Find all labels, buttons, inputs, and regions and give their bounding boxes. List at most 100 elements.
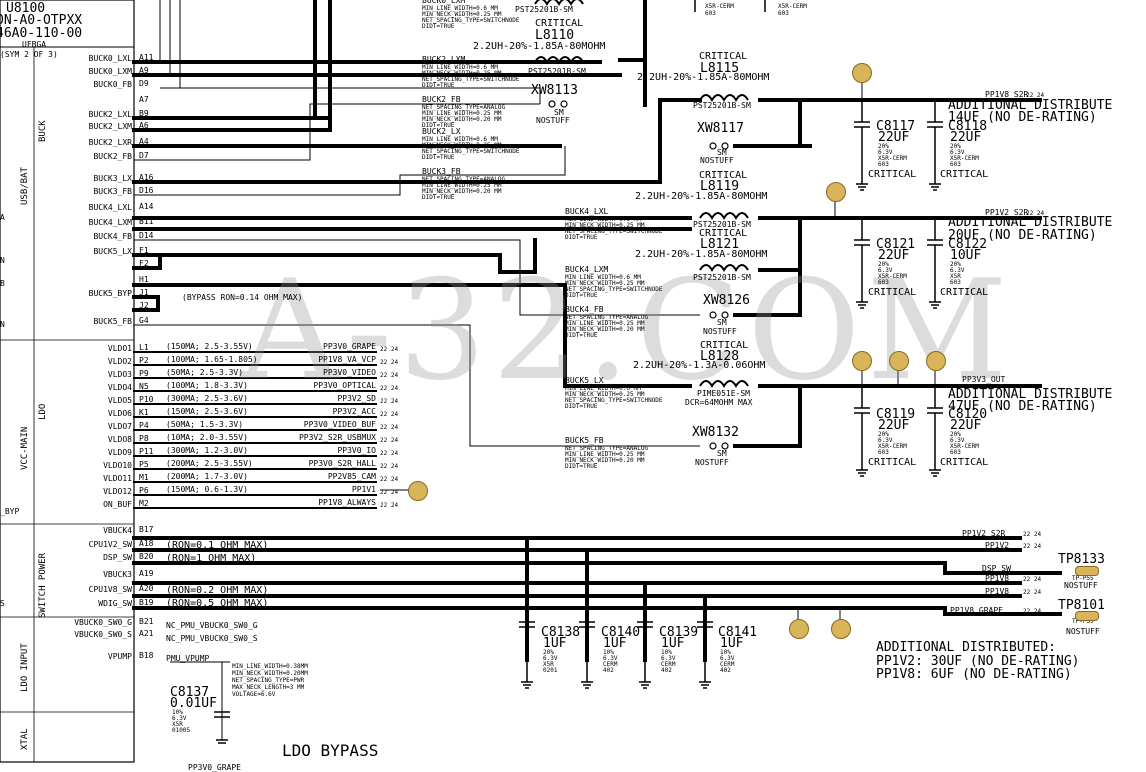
rail-pp1v2-s2r-page: 22 24 bbox=[1026, 210, 1045, 217]
pin-name: BUCK2_FB bbox=[93, 152, 132, 161]
capacitor-value: 1UF bbox=[720, 636, 744, 651]
capacitor-dielectric: X5R-CERM bbox=[878, 443, 907, 450]
ic-part-line2: 46A0-110-00 bbox=[0, 26, 83, 41]
capacitor-tolerance: 10% bbox=[661, 649, 672, 656]
vpump-rule-1: MIN_LINE_WIDTH=0.38MM bbox=[232, 663, 308, 670]
pin-number: J2 bbox=[139, 301, 149, 310]
vbuck-nc-s: NC_PMU_VBUCK0_SW0_S bbox=[166, 634, 258, 643]
ldo-output-net: PP2V85_CAM bbox=[327, 472, 376, 481]
ldo-page-ref: 22 24 bbox=[380, 476, 399, 483]
block-ldo: LDO bbox=[38, 403, 48, 420]
xw8117-sm: SM bbox=[717, 148, 727, 157]
l8110-part: PST25201B-SM bbox=[528, 67, 586, 76]
capacitor-dielectric: CERM bbox=[661, 661, 676, 668]
net-label: BUCK4_LXL bbox=[565, 207, 609, 216]
left-cut-n2: N bbox=[0, 320, 5, 329]
ldo-page-ref: 22 24 bbox=[380, 398, 399, 405]
capacitor-tolerance: 10% bbox=[720, 649, 731, 656]
buck5-byp-spec: (BYPASS RON=0.14 OHM MAX) bbox=[182, 293, 303, 302]
watermark-text: A-32.COM bbox=[240, 250, 1014, 411]
additional-1-line1: ADDITIONAL DISTRIBUTE bbox=[948, 98, 1113, 113]
capacitor-dielectric: X5R bbox=[543, 661, 554, 668]
pin-name: VLDO12 bbox=[103, 487, 132, 496]
l8110-spec: 2.2UH-20%-1.85A-80MOHM bbox=[473, 41, 606, 52]
ldo-output-net: PP1V8_VA_VCP bbox=[318, 355, 376, 364]
pin-number: N5 bbox=[139, 382, 149, 391]
ldo-page-ref: 22 24 bbox=[380, 489, 399, 496]
net-rule: NET_SPACING_TYPE=ANALOG bbox=[422, 104, 506, 111]
capacitor-value: 10UF bbox=[950, 248, 982, 263]
net-label: BUCK4_LXM bbox=[565, 265, 609, 274]
xw8113-nostuff: NOSTUFF bbox=[536, 116, 570, 125]
capacitor-voltage: 6.3V bbox=[878, 149, 893, 156]
testpoint-pad-icon bbox=[852, 351, 872, 371]
ldo-output-net: PP3V0_IO bbox=[337, 446, 376, 455]
additional-bottom-line1: ADDITIONAL DISTRIBUTED: bbox=[876, 640, 1057, 655]
net-label: BUCK3_FB bbox=[422, 167, 461, 176]
left-cut-byp: _BYP bbox=[0, 507, 20, 516]
pin-number: A19 bbox=[139, 569, 154, 578]
ldo-output-net: PP3V0_S2R_HALL bbox=[308, 459, 376, 468]
additional-bottom-line2: PP1V2: 30UF (NO DE-RATING) bbox=[876, 654, 1080, 669]
additional-3-line2: 47UF (NO DE-RATING) bbox=[948, 399, 1097, 414]
capacitor-voltage: 6.3V bbox=[950, 267, 965, 274]
vpump-net: PMU_VPUMP bbox=[166, 654, 210, 663]
capacitor-size: 0201 bbox=[543, 667, 558, 674]
top-cap-c: X5R-CERM bbox=[778, 3, 807, 10]
pin-number: B20 bbox=[139, 552, 154, 561]
capacitor-dielectric: CERM bbox=[603, 661, 618, 668]
capacitor-value: 22UF bbox=[950, 130, 982, 145]
pin-name: VLDO6 bbox=[107, 409, 132, 418]
pin-number: B18 bbox=[139, 651, 154, 660]
net-rule: NET_SPACING_TYPE=SWITCHNODE bbox=[422, 148, 520, 155]
pin-name: VLDO1 bbox=[107, 344, 132, 353]
switch-rail-4-page: 22 24 bbox=[1023, 576, 1042, 583]
pin-name: VLDO8 bbox=[107, 435, 132, 444]
pin-name: BUCK0_FB bbox=[93, 80, 132, 89]
pin-number: P10 bbox=[139, 395, 154, 404]
ic-symbol: (SYM 2 OF 3) bbox=[0, 50, 58, 59]
pin-name: BUCK5_BYP bbox=[88, 289, 132, 298]
additional-bottom-line3: PP1V8: 6UF (NO DE-RATING) bbox=[876, 667, 1072, 682]
capacitor-value: 1UF bbox=[603, 636, 627, 651]
capacitor-dielectric: X5R bbox=[172, 721, 183, 728]
ldo-spec: (200MA; 1.7-3.0V) bbox=[166, 472, 248, 481]
vpump-rule-3: NET_SPACING_TYPE=PWR bbox=[232, 677, 305, 684]
l8115-ref: L8115 bbox=[700, 61, 740, 76]
additional-2-line2: 20UF (NO DE-RATING) bbox=[948, 228, 1097, 243]
net-rule: MIN_NECK_WIDTH=0.25 MM bbox=[422, 70, 502, 77]
block-switch-power: SWITCH POWER bbox=[38, 552, 48, 618]
tp8133-pad-icon bbox=[1075, 566, 1099, 576]
capacitor-dielectric: X5R bbox=[950, 273, 961, 280]
pin-name: BUCK5_LX bbox=[93, 247, 132, 256]
pin-name: VLDO11 bbox=[103, 474, 132, 483]
pin-number: A9 bbox=[139, 66, 149, 75]
ldo-page-ref: 22 24 bbox=[380, 437, 399, 444]
net-label: BUCK2_LXM bbox=[422, 55, 466, 64]
tp8133-nostuff: NOSTUFF bbox=[1064, 581, 1098, 590]
capacitor-dielectric: X5R-CERM bbox=[950, 443, 979, 450]
switch-rail-3: DSP_SW bbox=[982, 564, 1011, 573]
pin-number: M1 bbox=[139, 473, 149, 482]
capacitor-tolerance: 20% bbox=[878, 143, 889, 150]
capacitor-size: 603 bbox=[950, 161, 961, 168]
tp8133-type: TP-P55 bbox=[1072, 575, 1094, 582]
capacitor-size: 01005 bbox=[172, 727, 191, 734]
switch-spec-3: (RON=0.2 OHM MAX) bbox=[166, 585, 269, 596]
capacitor-dielectric: CERM bbox=[720, 661, 735, 668]
pin-number: B17 bbox=[139, 525, 154, 534]
capacitor-critical: CRITICAL bbox=[868, 287, 917, 298]
pin-name: VLDO10 bbox=[103, 461, 132, 470]
top-cap-b: 603 bbox=[705, 10, 716, 17]
switch-rail-5: PP1V8 bbox=[985, 587, 1010, 596]
capacitor-tolerance: 10% bbox=[172, 709, 183, 716]
ldo-page-ref: 22 24 bbox=[380, 463, 399, 470]
capacitor-critical: CRITICAL bbox=[940, 287, 989, 298]
pin-number: P8 bbox=[139, 434, 149, 443]
rail-pp1v8-s2r-page: 22 24 bbox=[1026, 92, 1045, 99]
net-rule: DIDT=TRUE bbox=[565, 332, 598, 339]
testpoint-pad-icon bbox=[789, 619, 809, 639]
capacitor-tolerance: 20% bbox=[950, 143, 961, 150]
net-label: BUCK2_FB bbox=[422, 95, 461, 104]
capacitor-ref: C8117 bbox=[876, 119, 916, 134]
